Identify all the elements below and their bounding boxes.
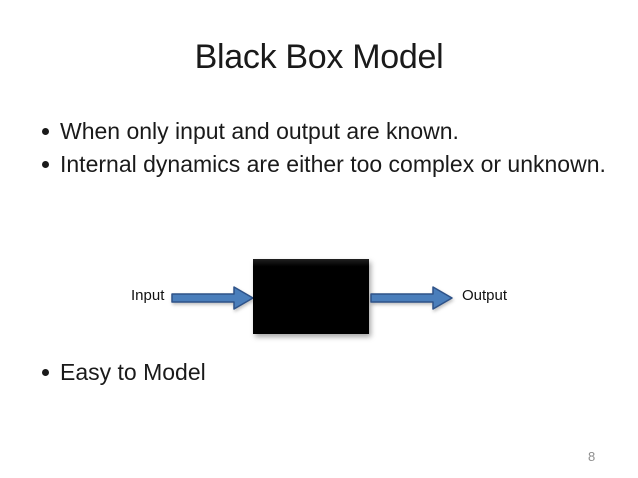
bullet-item: When only input and output are known. <box>36 116 608 147</box>
input-label: Input <box>131 287 165 304</box>
slide-title: Black Box Model <box>194 38 444 76</box>
bullet-icon <box>42 161 49 168</box>
bullet-text: When only input and output are known. <box>60 118 459 144</box>
black-box <box>253 259 369 334</box>
right-block-arrow-icon <box>171 286 254 310</box>
right-block-arrow-icon <box>370 286 453 310</box>
bullet-icon <box>42 128 49 135</box>
page-number: 8 <box>588 449 596 464</box>
bullet-icon <box>42 369 49 376</box>
bullet-text: Easy to Model <box>60 359 206 385</box>
bullet-item: Internal dynamics are either too complex… <box>36 149 608 180</box>
output-label: Output <box>462 287 508 304</box>
bullet-item: Easy to Model <box>36 357 608 388</box>
bullet-text: Internal dynamics are either too complex… <box>60 151 606 177</box>
